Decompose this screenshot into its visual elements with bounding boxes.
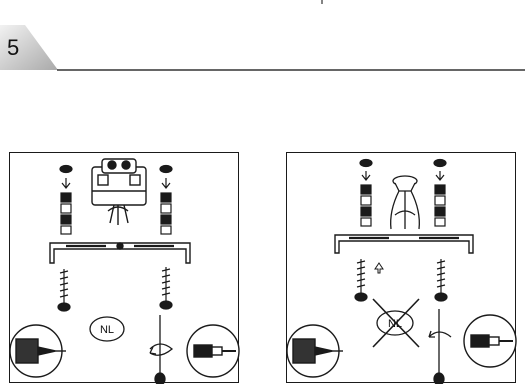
wall-plug-icon [59, 164, 73, 235]
step-number: 5 [7, 35, 20, 60]
screw-icon [354, 259, 368, 302]
screw-icon [434, 259, 448, 302]
rail-bracket-icon [49, 242, 191, 264]
rail-bracket-icon [334, 234, 474, 254]
drill-icon [10, 324, 66, 378]
region-badge: NL [89, 316, 125, 342]
screwdriver-icon [186, 324, 240, 378]
mount-plate-icon [390, 175, 420, 230]
rotate-arrow-icon [428, 309, 452, 384]
step-tab-shape [0, 0, 525, 71]
step-header: 5 [0, 0, 525, 80]
wall-plug-icon [359, 158, 373, 227]
drill-icon [287, 324, 343, 378]
wall-plug-icon [433, 158, 447, 227]
rotate-arrow-icon [149, 315, 174, 384]
screw-icon [57, 269, 71, 312]
wall-plug-icon [159, 164, 173, 235]
panel-bracket-fixing: NL [286, 152, 517, 384]
region-badge-crossed: NL [372, 298, 420, 348]
screw-icon [159, 267, 173, 310]
screwdriver-icon [463, 314, 517, 368]
arrow-up-icon [374, 262, 384, 274]
mount-plate-icon [91, 158, 147, 225]
panel-mount-fixing: NL [9, 152, 240, 384]
region-label: NL [100, 324, 114, 336]
